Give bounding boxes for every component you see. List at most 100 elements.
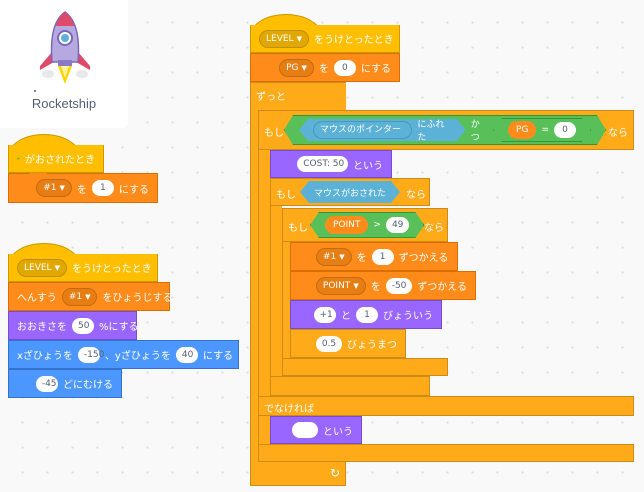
point-direction-block[interactable]: -45 どにむける [8, 369, 122, 398]
chevron-down-icon: ▼ [339, 252, 345, 261]
if-mouse-down-arm [270, 206, 282, 376]
change-value-input[interactable]: 1 [371, 248, 394, 265]
change-to-label: を [356, 253, 367, 264]
and-label: かつ [470, 120, 480, 143]
direction-suffix: どにむける [63, 380, 113, 391]
say-suffix: という [323, 426, 353, 438]
wait-input[interactable]: 0.5 [315, 335, 342, 352]
variable-dropdown[interactable]: POINT▼ [315, 276, 366, 295]
if-point-arm [282, 242, 290, 358]
chevron-down-icon: ▼ [353, 281, 359, 290]
change-suffix: ずつかえる [417, 282, 467, 293]
green-flag-icon [17, 157, 20, 160]
touching-sensor[interactable]: マウスのポインター▼ にふれた [299, 119, 466, 141]
change-value-input[interactable]: -50 [385, 277, 413, 294]
then-label: なら [608, 128, 628, 139]
say-block[interactable]: COST: 50 という [270, 150, 392, 178]
chevron-down-icon: ▼ [54, 263, 60, 272]
y-prefix: 、yざひょうを [104, 351, 171, 362]
then-label: なら [424, 223, 444, 234]
if-label: もし [264, 128, 284, 139]
variable-dropdown[interactable]: PG▼ [279, 58, 314, 77]
when-flag-clicked-block[interactable]: がおされたとき [8, 145, 104, 173]
if-else-arm [258, 150, 270, 396]
broadcast-dropdown[interactable]: LEVEL▼ [17, 258, 67, 277]
when-flag-label: がおされたとき [25, 155, 95, 166]
change-variable-block[interactable]: POINT▼ を -50 ずつかえる [290, 271, 476, 300]
say-block[interactable]: という [270, 416, 362, 444]
show-var-prefix: へんすう [17, 293, 57, 304]
set-value-input[interactable]: 1 [91, 180, 114, 196]
touching-label: にふれた [417, 120, 445, 143]
equals-value-input[interactable]: 0 [554, 122, 576, 138]
set-size-suffix: %にする [99, 322, 139, 333]
set-size-block[interactable]: おおきさを 50 %にする [8, 311, 139, 340]
set-to-label: を [318, 64, 329, 75]
when-receive-block[interactable]: LEVEL▼ をうけとったとき [250, 25, 400, 53]
chevron-down-icon: ▼ [85, 292, 91, 301]
sprite-thumbnail[interactable]: Rocketship [0, 0, 128, 128]
pg-reporter[interactable]: PG [508, 121, 536, 139]
else-section [258, 396, 634, 416]
variable-dropdown[interactable]: #1▼ [61, 287, 98, 306]
forever-label: ずっと [256, 92, 286, 103]
then-label: なら [406, 190, 426, 201]
sprite-name: Rocketship [31, 96, 97, 111]
when-receive-block[interactable]: LEVEL▼ をうけとったとき [8, 254, 158, 282]
change-to-label: を [370, 282, 381, 293]
greater-than-operator[interactable]: POINT > 49 [310, 212, 424, 238]
if-label: もし [276, 190, 296, 201]
forever-block[interactable] [250, 82, 346, 110]
mouse-down-sensor[interactable]: マウスがおされた [300, 181, 400, 203]
say-text-input[interactable]: COST: 50 [297, 156, 348, 172]
set-suffix-label: にする [118, 184, 149, 196]
if-else-foot [258, 444, 634, 462]
direction-input[interactable]: -45 [35, 375, 58, 392]
equals-operator[interactable]: PG = 0 [493, 118, 591, 142]
sprite-dot [34, 90, 36, 92]
wait-block[interactable]: 0.5 びょうまつ [290, 329, 406, 358]
when-receive-label: をうけとったとき [71, 264, 152, 275]
say-for-secs-block[interactable]: +1 と 1 びょういう [290, 300, 442, 329]
point-reporter[interactable]: POINT [325, 216, 368, 234]
set-suffix-label: にする [360, 64, 391, 75]
wait-suffix: びょうまつ [347, 340, 397, 351]
loop-arrow-icon: ↻ [330, 466, 341, 480]
x-input[interactable]: -150 [77, 346, 104, 363]
say-suffix: という [353, 160, 383, 172]
when-receive-label: をうけとったとき [313, 35, 394, 46]
size-input[interactable]: 50 [72, 317, 94, 334]
broadcast-dropdown[interactable]: LEVEL▼ [259, 29, 309, 48]
touching-dropdown[interactable]: マウスのポインター▼ [313, 121, 412, 139]
set-to-label: を [76, 184, 87, 196]
show-variable-block[interactable]: へんすう #1▼ をひょうじする [8, 282, 173, 311]
gt-value-input[interactable]: 49 [386, 217, 409, 233]
say-and-label: と [341, 311, 351, 322]
variable-dropdown[interactable]: #1▼ [316, 247, 352, 266]
y-input[interactable]: 40 [175, 346, 198, 363]
say-text-input[interactable] [292, 422, 318, 438]
show-var-suffix: をひょうじする [102, 293, 173, 304]
change-variable-block[interactable]: #1▼ を 1 ずつかえる [290, 242, 458, 271]
go-to-xy-block[interactable]: xざひょうを -150 、yざひょうを 40 にする [8, 340, 239, 369]
change-suffix: ずつかえる [398, 253, 449, 264]
notch [29, 173, 47, 177]
set-variable-block[interactable]: PG▼ を 0 にする [250, 53, 400, 82]
equals-symbol: = [541, 125, 549, 135]
set-value-input[interactable]: 0 [333, 59, 356, 76]
say-secs-input[interactable]: 1 [356, 306, 378, 323]
else-arm [258, 416, 270, 444]
greater-than-symbol: > [373, 220, 381, 230]
and-operator[interactable]: マウスのポインター▼ にふれた かつ PG = 0 [284, 115, 606, 145]
variable-dropdown[interactable]: #1▼ [36, 179, 72, 197]
chevron-down-icon: ▼ [301, 63, 307, 72]
say-for-suffix: びょういう [383, 311, 433, 322]
say-text-input[interactable]: +1 [313, 306, 336, 323]
if-label: もし [288, 223, 308, 234]
set-size-prefix: おおきさを [17, 322, 67, 333]
mouse-down-label: マウスがおされた [314, 188, 387, 199]
rocket-icon [40, 11, 90, 84]
if-mouse-down-foot [270, 376, 430, 396]
set-variable-block[interactable]: #1▼ を 1 にする [8, 173, 158, 203]
if-point-foot [282, 358, 448, 376]
